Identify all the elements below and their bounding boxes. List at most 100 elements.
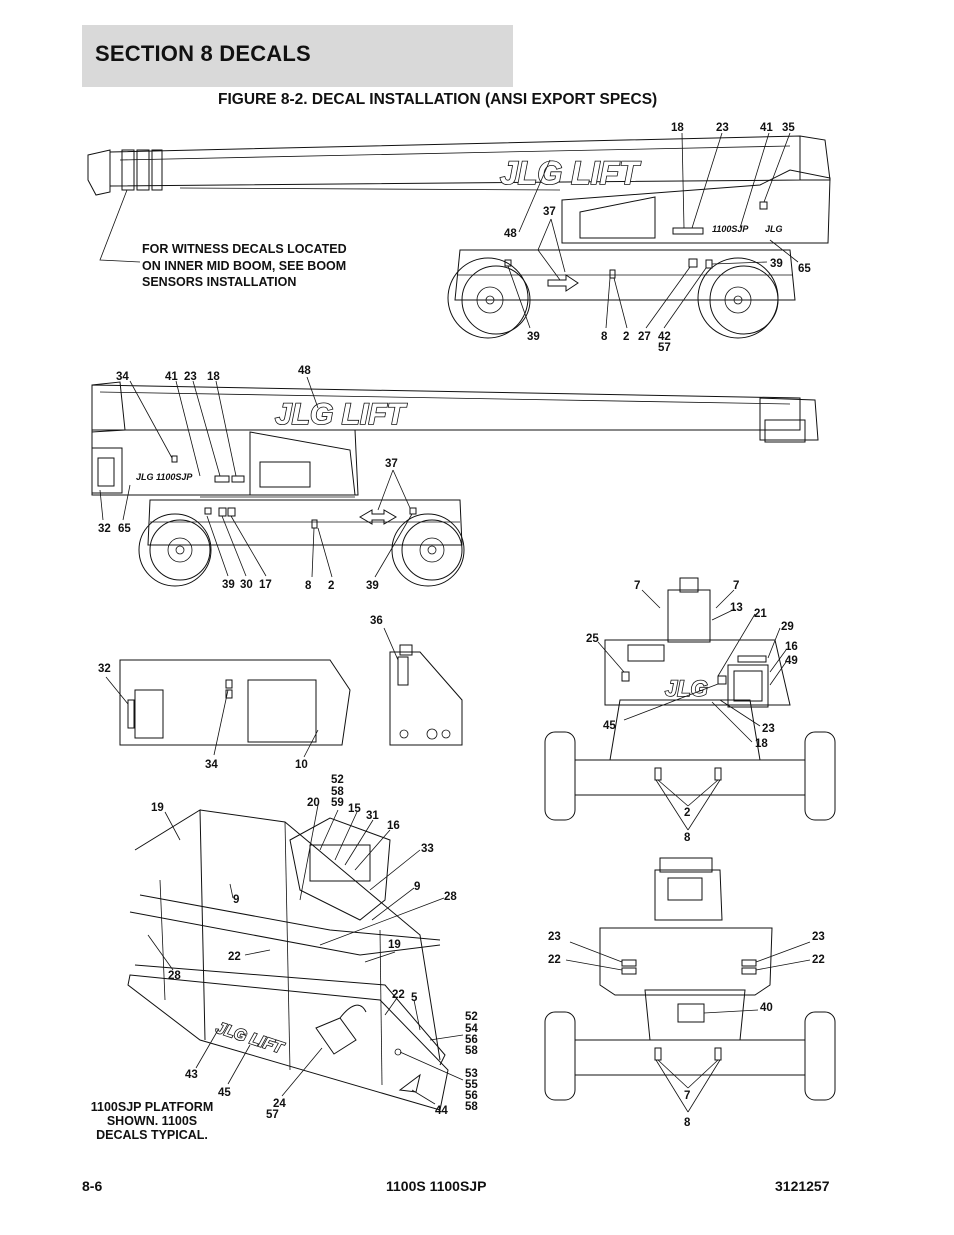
callout-43: 43 bbox=[185, 1069, 198, 1081]
callout-22: 22 bbox=[548, 954, 561, 966]
callout-9: 9 bbox=[233, 894, 239, 906]
callout-22: 22 bbox=[812, 954, 825, 966]
callout-30: 30 bbox=[240, 579, 253, 591]
callout-42: 42 bbox=[658, 331, 671, 343]
callout-32: 32 bbox=[98, 523, 111, 535]
callout-8: 8 bbox=[305, 580, 312, 592]
bracket-detail: 36 bbox=[370, 615, 463, 746]
callout-9: 9 bbox=[414, 881, 420, 893]
callout-53: 53 bbox=[465, 1068, 478, 1080]
callout-49: 49 bbox=[785, 655, 798, 667]
callout-20: 20 bbox=[307, 797, 320, 809]
jlg-small-decal-2: JLG bbox=[136, 472, 154, 482]
callout-48: 48 bbox=[504, 228, 517, 240]
callout-16: 16 bbox=[785, 641, 798, 653]
callout-65: 65 bbox=[798, 263, 811, 275]
callout-31: 31 bbox=[366, 810, 379, 822]
callout-17: 17 bbox=[259, 579, 272, 591]
callout-39: 39 bbox=[770, 258, 783, 270]
callout-45: 45 bbox=[218, 1087, 231, 1099]
witness-note-line-2: ON INNER MID BOOM, SEE BOOM bbox=[142, 259, 346, 273]
figure-title: FIGURE 8-2. DECAL INSTALLATION (ANSI EXP… bbox=[218, 91, 658, 108]
callout-8: 8 bbox=[684, 832, 691, 844]
callout-5: 5 bbox=[411, 992, 418, 1004]
callout-16: 16 bbox=[387, 820, 400, 832]
callout-23: 23 bbox=[548, 931, 561, 943]
callout-65: 65 bbox=[118, 523, 131, 535]
callout-13: 13 bbox=[730, 602, 743, 614]
callout-39: 39 bbox=[366, 580, 379, 592]
callout-19: 19 bbox=[388, 939, 401, 951]
callout-22: 22 bbox=[228, 951, 241, 963]
platform-note-line-1: 1100SJP PLATFORM bbox=[91, 1100, 214, 1114]
callout-19: 19 bbox=[151, 802, 164, 814]
callout-7: 7 bbox=[634, 580, 640, 592]
turntable-panel-detail: 32 34 10 bbox=[98, 659, 351, 771]
jlg-turntable-decal: JLG bbox=[665, 676, 708, 701]
callout-27: 27 bbox=[638, 331, 651, 343]
callout-41: 41 bbox=[760, 122, 773, 134]
callout-8: 8 bbox=[684, 1117, 691, 1129]
witness-note-line-1: FOR WITNESS DECALS LOCATED bbox=[142, 242, 347, 256]
machine-front-view: 23 23 22 22 40 7 8 bbox=[544, 857, 836, 1129]
callout-23: 23 bbox=[762, 723, 775, 735]
callout-58: 58 bbox=[331, 786, 344, 798]
callout-37: 37 bbox=[385, 458, 398, 470]
callout-23: 23 bbox=[716, 122, 729, 134]
callout-40: 40 bbox=[760, 1002, 773, 1014]
callout-7: 7 bbox=[684, 1090, 690, 1102]
jlg-lift-boom-decal: JLG LIFT bbox=[500, 155, 641, 191]
callout-32: 32 bbox=[98, 663, 111, 675]
callout-22: 22 bbox=[392, 989, 405, 1001]
section-title: SECTION 8 DECALS bbox=[95, 41, 311, 66]
footer-doc-number: 3121257 bbox=[775, 1178, 830, 1194]
callout-34: 34 bbox=[205, 759, 218, 771]
callout-2: 2 bbox=[684, 807, 690, 819]
callout-58: 58 bbox=[465, 1101, 478, 1113]
page-number: 8-6 bbox=[82, 1178, 103, 1194]
callout-37: 37 bbox=[543, 206, 556, 218]
callout-10: 10 bbox=[295, 759, 308, 771]
callout-29: 29 bbox=[781, 621, 794, 633]
callout-56: 56 bbox=[465, 1090, 478, 1102]
callout-28: 28 bbox=[168, 970, 181, 982]
callout-34: 34 bbox=[116, 371, 129, 383]
machine-side-view-1: JLG LIFT 1100SJP JLG 18 23 41 35 37 48 3… bbox=[87, 122, 831, 354]
callout-52: 52 bbox=[465, 1011, 478, 1023]
callout-2: 2 bbox=[328, 580, 334, 592]
callout-41: 41 bbox=[165, 371, 178, 383]
callout-59: 59 bbox=[331, 797, 344, 809]
model-decal-2: 1100SJP bbox=[156, 472, 193, 482]
callout-56: 56 bbox=[465, 1034, 478, 1046]
callout-33: 33 bbox=[421, 843, 434, 855]
platform-view: JLG LIFT 52 58 59 20 15 31 16 19 33 bbox=[91, 774, 479, 1142]
turntable-rear-view: JLG 7 7 13 21 29 25 16 49 45 23 18 2 8 bbox=[544, 577, 836, 844]
callout-23: 23 bbox=[812, 931, 825, 943]
model-decal: 1100SJP bbox=[712, 224, 749, 234]
callout-58: 58 bbox=[465, 1045, 478, 1057]
callout-25: 25 bbox=[586, 633, 599, 645]
callout-44: 44 bbox=[435, 1105, 448, 1117]
callout-21: 21 bbox=[754, 608, 767, 620]
jlg-small-decal: JLG bbox=[765, 224, 783, 234]
callout-36: 36 bbox=[370, 615, 383, 627]
callout-35: 35 bbox=[782, 122, 795, 134]
callout-39: 39 bbox=[527, 331, 540, 343]
callout-28: 28 bbox=[444, 891, 457, 903]
callout-57: 57 bbox=[266, 1109, 279, 1121]
platform-note-line-2: SHOWN. 1100S bbox=[107, 1114, 197, 1128]
witness-note-line-3: SENSORS INSTALLATION bbox=[142, 275, 296, 289]
callout-8: 8 bbox=[601, 331, 608, 343]
jlg-lift-platform-decal: JLG LIFT bbox=[214, 1020, 286, 1058]
platform-note-line-3: DECALS TYPICAL. bbox=[96, 1128, 208, 1142]
callout-54: 54 bbox=[465, 1023, 478, 1035]
callout-7: 7 bbox=[733, 580, 739, 592]
callout-23: 23 bbox=[184, 371, 197, 383]
callout-18: 18 bbox=[755, 738, 768, 750]
callout-52: 52 bbox=[331, 774, 344, 786]
section-header-bar: SECTION 8 DECALS bbox=[82, 25, 513, 87]
callout-24: 24 bbox=[273, 1098, 286, 1110]
callout-39: 39 bbox=[222, 579, 235, 591]
callout-55: 55 bbox=[465, 1079, 478, 1091]
